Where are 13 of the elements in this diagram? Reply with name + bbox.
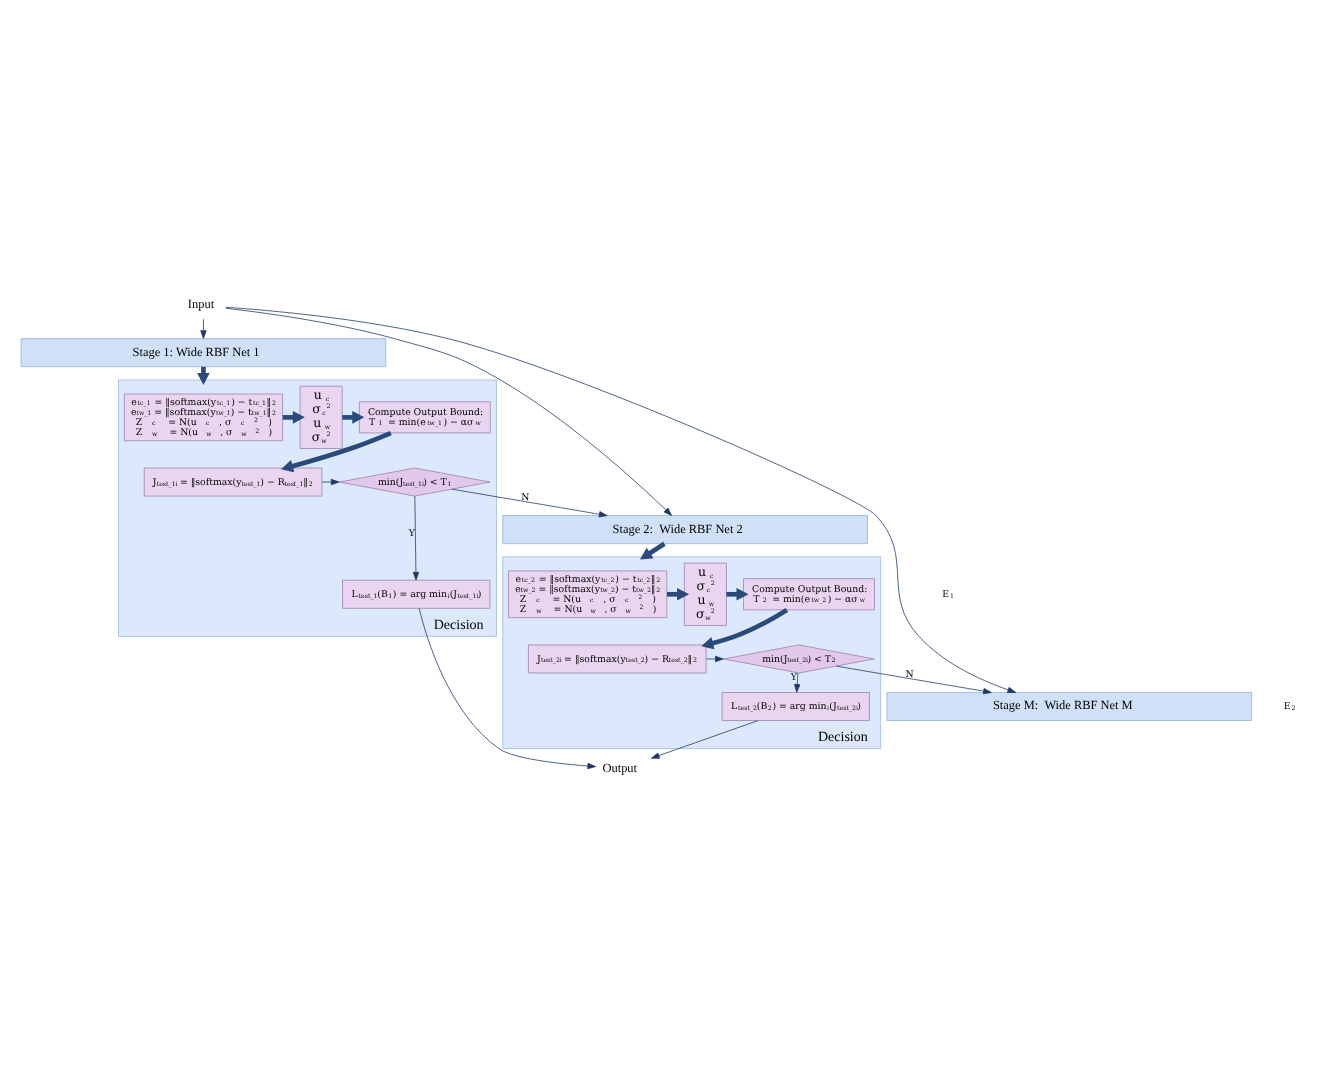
arrow — [418, 608, 596, 770]
arrow — [281, 430, 392, 473]
arrow — [225, 307, 672, 516]
arrow — [225, 306, 1017, 693]
arrow — [200, 318, 207, 339]
arrow — [794, 672, 801, 693]
arrow — [835, 665, 992, 695]
arrow — [639, 541, 666, 560]
arrow — [705, 655, 724, 663]
arrow — [321, 478, 340, 486]
arrow — [412, 495, 420, 581]
arrow — [651, 720, 759, 759]
arrow — [451, 488, 608, 518]
